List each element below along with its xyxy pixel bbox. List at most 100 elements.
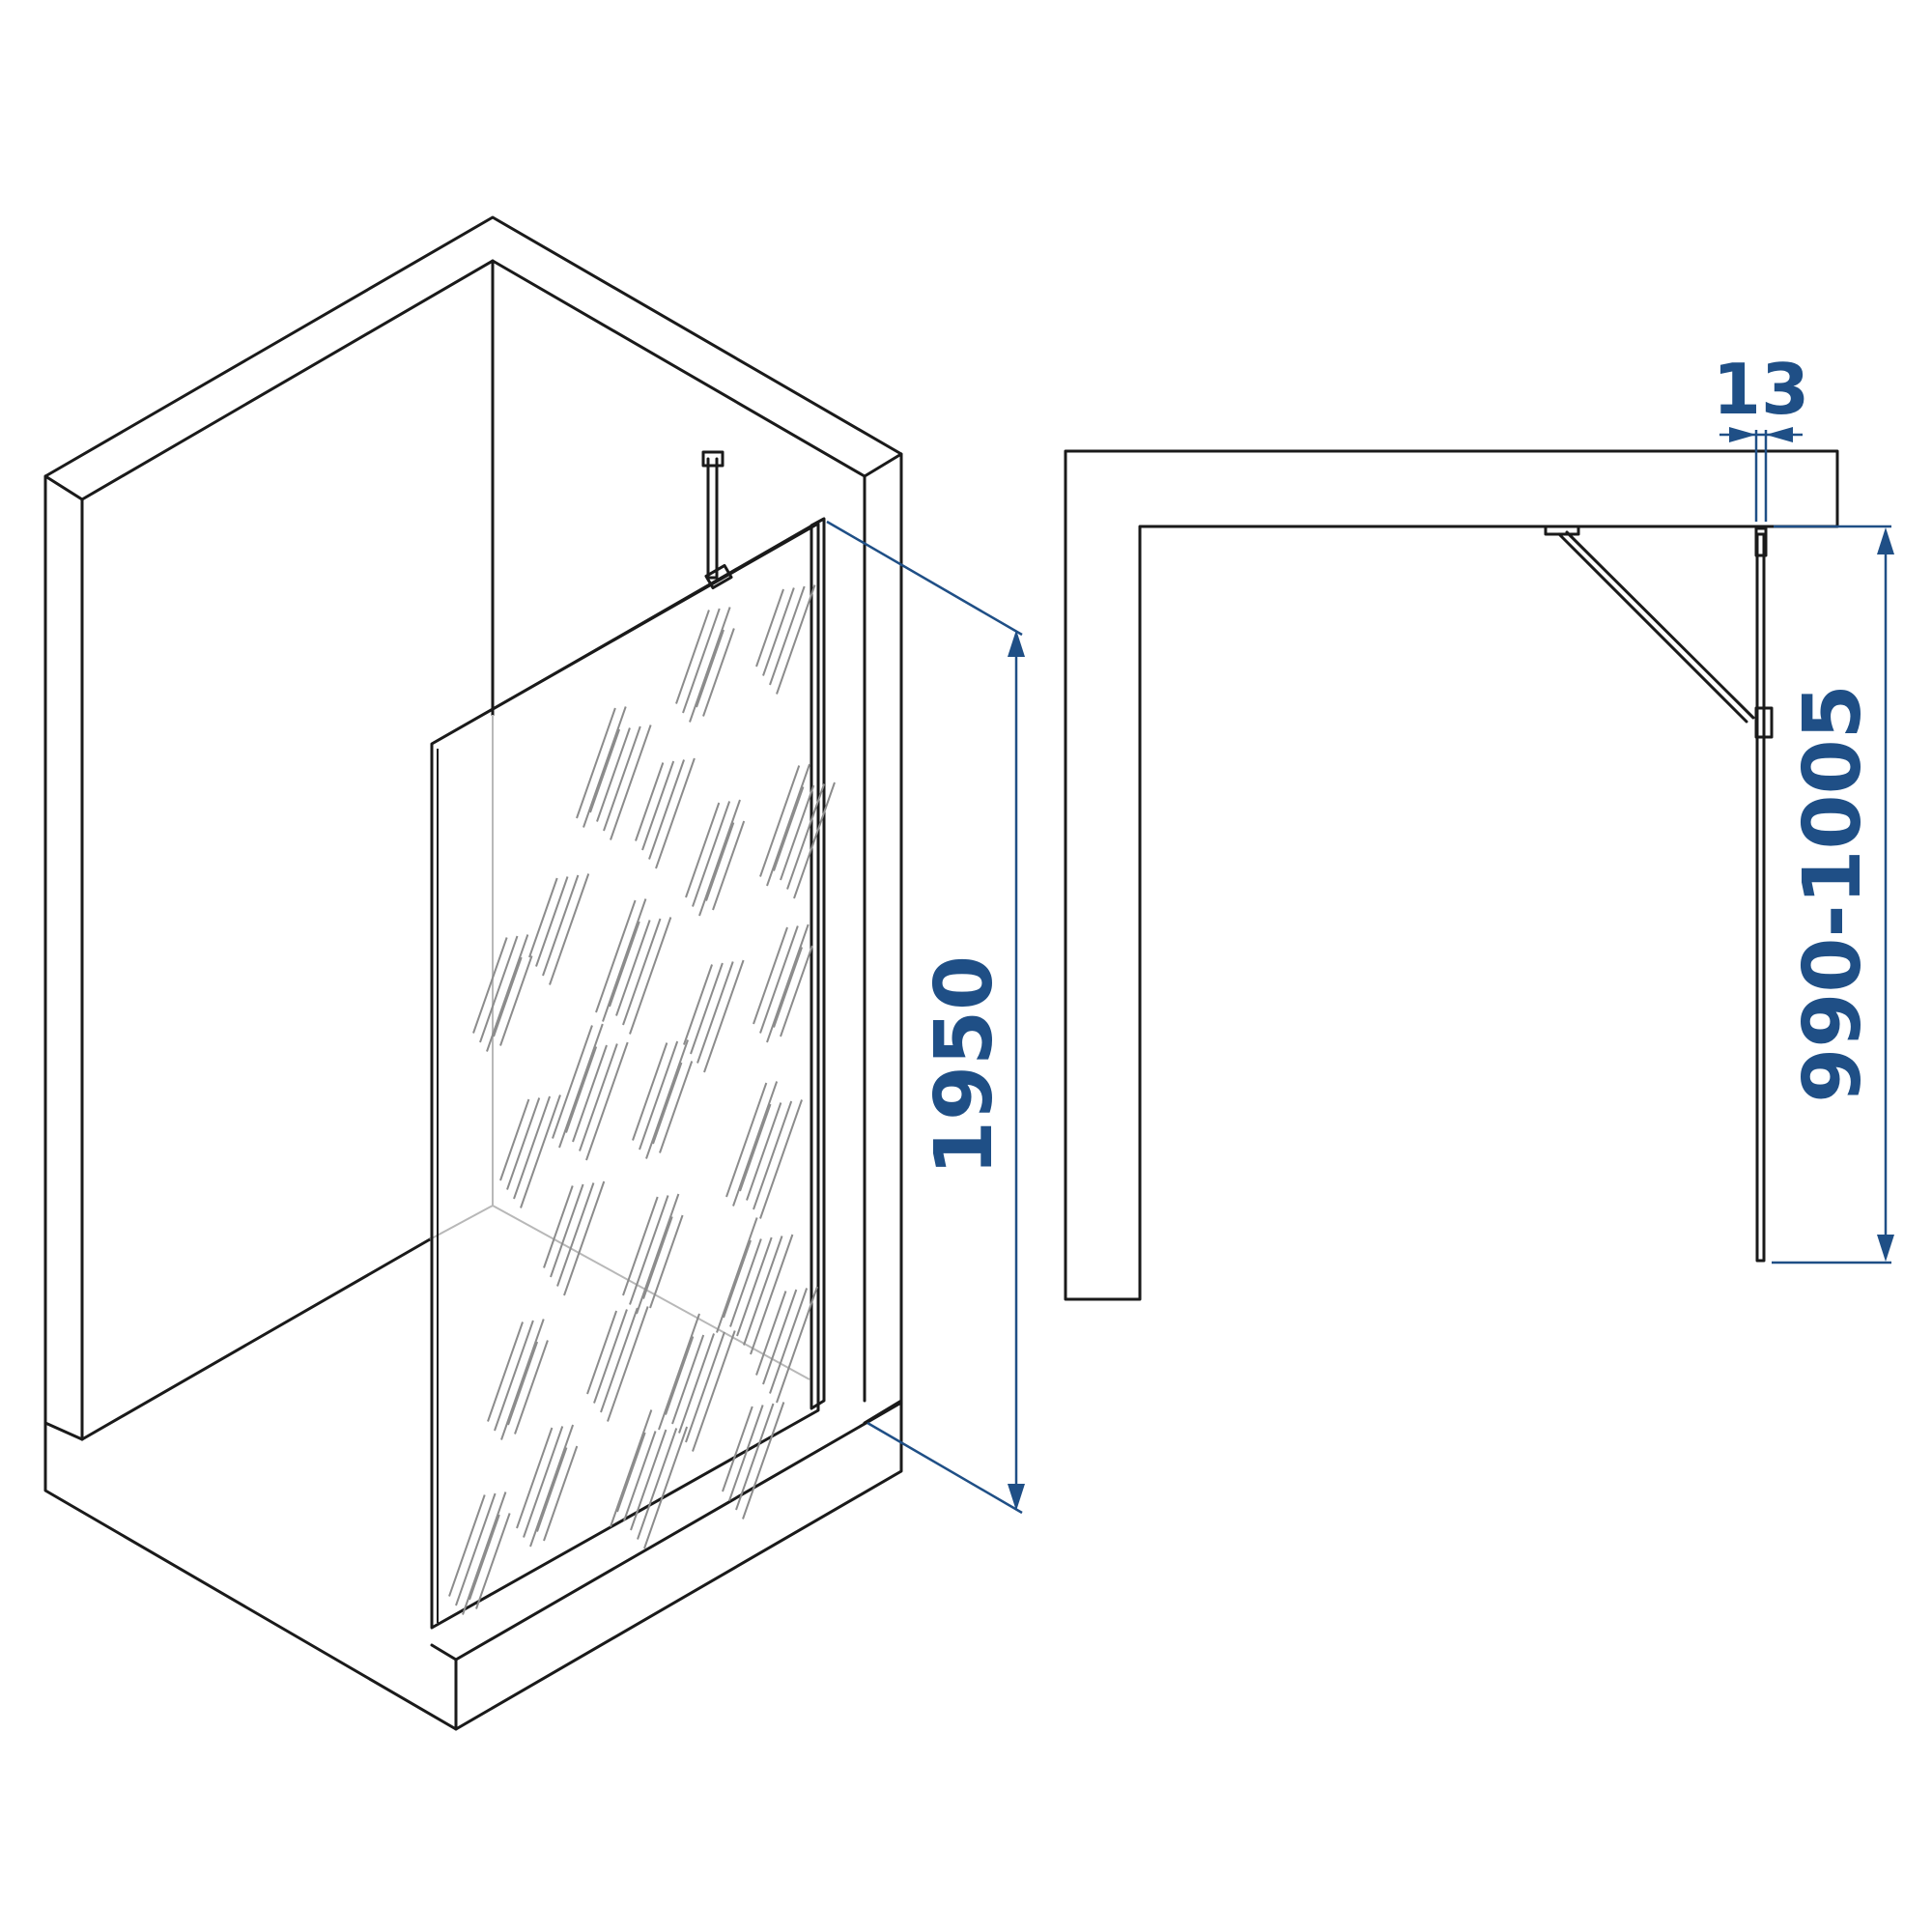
glass-streak <box>600 1307 639 1413</box>
glass-streak <box>675 610 710 704</box>
glass-streak <box>696 961 734 1064</box>
glass-streak <box>507 1341 539 1426</box>
glass-streak <box>565 1046 598 1133</box>
glass-streak <box>639 1040 679 1151</box>
glass-streak <box>729 1238 762 1327</box>
glass-streak <box>623 1431 657 1521</box>
glass-streak <box>753 1100 793 1210</box>
glass-streak <box>698 799 741 917</box>
glass-streak <box>499 1098 530 1181</box>
glass-streak <box>475 1513 511 1609</box>
glass-streak <box>514 1340 549 1435</box>
glass-streak <box>725 1082 768 1198</box>
dim-thickness-arrow-left <box>1729 427 1756 442</box>
glass-streak <box>520 1094 561 1208</box>
plan-glass-panel <box>1755 532 1766 1263</box>
glass-streak <box>643 1426 689 1549</box>
glass-streak <box>493 956 523 1037</box>
glass-streak <box>610 724 652 840</box>
glass-streak <box>769 1288 809 1394</box>
glass-streak <box>586 1310 618 1395</box>
glass-streak <box>692 801 731 907</box>
glass-streak <box>550 1183 584 1278</box>
glass-streak <box>642 1216 673 1299</box>
glass-streak <box>630 1429 668 1531</box>
glass-streak <box>689 607 731 723</box>
glass-streak <box>523 1426 564 1538</box>
glass-streak <box>759 1099 803 1219</box>
glass-streak <box>716 1217 758 1333</box>
glass-streak <box>712 820 746 911</box>
dim-width-label: 990-1005 <box>1787 684 1879 1102</box>
glass-streak <box>762 1289 798 1385</box>
glass-streak <box>739 1103 772 1192</box>
glass-streak <box>536 1447 568 1532</box>
glass-streak <box>529 1424 575 1548</box>
glass-streak <box>615 920 651 1016</box>
glass-streak <box>543 1185 574 1268</box>
glass-streak <box>702 628 735 717</box>
glass-streak <box>685 802 721 898</box>
glass-streak <box>759 925 799 1034</box>
shower-tray-front <box>43 1399 903 1731</box>
glass-streak <box>622 918 662 1026</box>
glass-streak <box>780 784 815 881</box>
glass-streak <box>494 1320 534 1432</box>
glass-streak <box>603 725 641 832</box>
glass-streak <box>632 1042 668 1141</box>
dim-thickness-arrow-right <box>1766 427 1793 442</box>
glass-streak <box>448 1494 486 1597</box>
glass-streak <box>572 1044 608 1143</box>
glass-streak <box>641 760 675 851</box>
glass-streak <box>678 1333 715 1434</box>
glass-streak <box>629 1195 669 1305</box>
glass-streak <box>659 1061 694 1153</box>
glass-streak <box>655 757 696 869</box>
glass-streak <box>549 873 590 985</box>
plan-wall-l-shape <box>1064 449 1839 1301</box>
glass-streak <box>528 877 558 958</box>
glass-streak <box>793 781 836 899</box>
dim-height-label: 1950 <box>919 955 1010 1176</box>
glass-streak <box>705 822 735 901</box>
glass-streak <box>589 728 621 813</box>
glass-streak <box>609 921 640 1008</box>
glass-streak <box>723 1239 752 1319</box>
plan-arm-line-2 <box>1565 530 1755 720</box>
glass-streak <box>585 1041 629 1161</box>
glass-streak <box>685 1331 725 1443</box>
glass-streak <box>558 1023 604 1149</box>
wall-outer-outline <box>43 215 903 1425</box>
glass-streak <box>786 783 826 890</box>
glass-streak <box>732 1081 779 1207</box>
support-arm-glass-clamp <box>704 563 733 590</box>
glass-streak <box>487 1321 524 1422</box>
glass-streak <box>622 1196 659 1296</box>
glass-streak <box>728 1405 764 1501</box>
glass-streak <box>602 898 647 1022</box>
glass-streak <box>479 935 519 1043</box>
glass-streak <box>455 1492 497 1606</box>
glass-streak <box>743 1236 783 1346</box>
shower-tray-top <box>43 1421 84 1441</box>
glass-streak <box>535 876 569 967</box>
glass-streak <box>543 1445 579 1542</box>
glass-decor-pattern <box>448 584 836 1615</box>
glass-streak <box>486 934 529 1052</box>
glass-streak <box>762 587 795 676</box>
glass-streak <box>703 959 745 1073</box>
isometric-view: 1950 <box>43 215 1025 1731</box>
glass-streak <box>469 1514 500 1601</box>
glass-streak <box>472 937 508 1034</box>
glass-streak <box>616 1432 646 1513</box>
glass-streak <box>773 947 803 1028</box>
floor-corner-behind-glass <box>429 1205 494 1240</box>
glass-streak <box>769 585 806 686</box>
glass-streak <box>759 765 801 877</box>
glass-streak <box>506 1097 541 1190</box>
glass-streak <box>499 955 533 1046</box>
glass-panel <box>430 522 820 1630</box>
glass-streak <box>722 1406 753 1492</box>
glass-streak <box>755 1291 787 1376</box>
glass-streak <box>516 1427 554 1529</box>
